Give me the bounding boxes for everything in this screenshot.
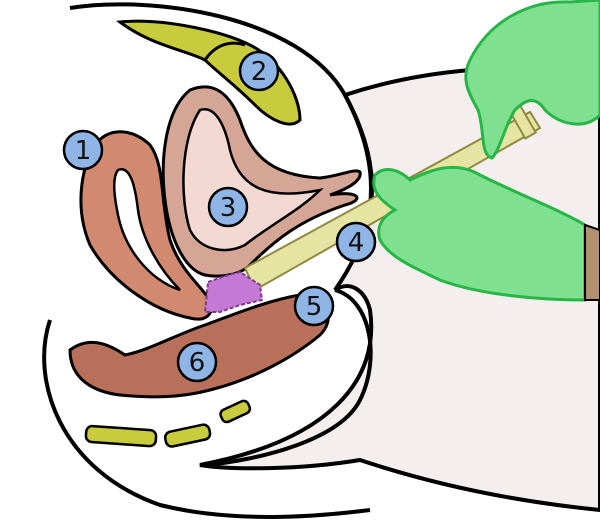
label-1: 1 [62,129,104,171]
upper-glove [464,0,600,160]
wrist [584,223,600,301]
vertebra-3 [219,399,252,424]
pelvic-outline [69,2,374,241]
label-3: 3 [207,186,249,228]
label-5: 5 [293,285,335,327]
lower-outline [42,319,371,519]
pubic-bone-joint [203,41,246,61]
label-5-text: 5 [306,292,323,322]
vertebra-1 [84,424,158,448]
posterior-outline [204,288,373,467]
label-4-text: 4 [348,228,365,258]
pubic-bone [116,19,302,126]
lower-glove [372,165,587,302]
label-6: 6 [176,341,218,383]
label-3-text: 3 [220,193,237,223]
label-4: 4 [335,221,377,263]
organ-1-channel [113,168,181,292]
cervix-tissue [203,270,264,313]
label-2-text: 2 [251,57,268,87]
vertebra-2 [163,423,212,448]
label-2: 2 [238,50,280,92]
label-1-text: 1 [75,136,92,166]
label-6-text: 6 [189,348,206,378]
